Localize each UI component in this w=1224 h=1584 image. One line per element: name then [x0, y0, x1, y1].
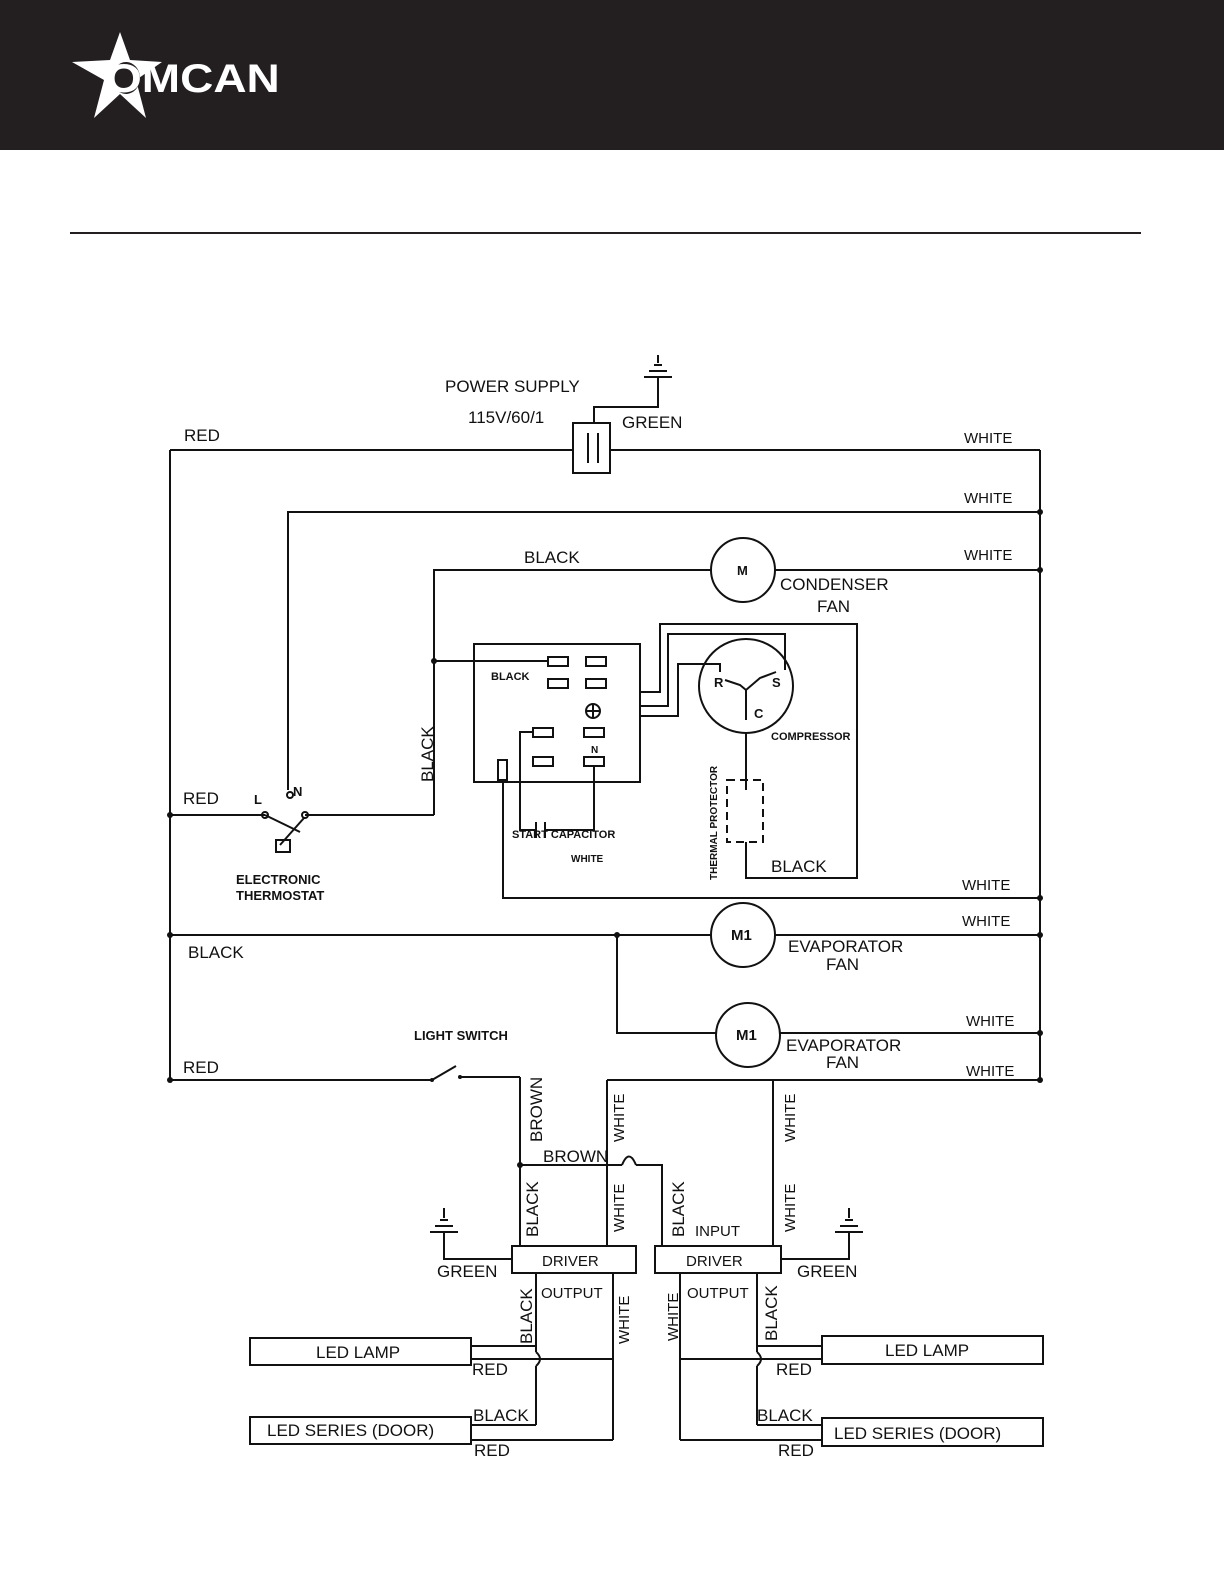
label-green: GREEN — [797, 1262, 857, 1281]
label-black: BLACK — [771, 857, 827, 876]
power-supply — [572, 377, 659, 474]
label-compressor: COMPRESSOR — [771, 731, 851, 743]
label-fan: FAN — [817, 597, 850, 616]
label-red: RED — [776, 1360, 812, 1379]
label-white: WHITE — [616, 1296, 633, 1344]
label-red: RED — [184, 426, 220, 445]
label-white: WHITE — [782, 1184, 799, 1232]
label-led-series: LED SERIES (DOOR) — [267, 1421, 434, 1440]
label-black: BLACK — [517, 1288, 536, 1344]
label-brown: BROWN — [527, 1077, 546, 1142]
label-green: GREEN — [622, 413, 682, 432]
header-rule — [70, 232, 1141, 234]
label-white: WHITE — [665, 1293, 682, 1341]
label-black: BLACK — [524, 548, 580, 567]
label-thermal-protector: THERMAL PROTECTOR — [709, 765, 720, 880]
label-fan: FAN — [826, 955, 859, 974]
label-white: WHITE — [962, 877, 1010, 894]
label-output: OUTPUT — [541, 1285, 603, 1302]
star-logo-icon — [72, 32, 162, 118]
label-white: WHITE — [966, 1063, 1014, 1080]
label-driver: DRIVER — [542, 1253, 599, 1270]
label-thermo-l: L — [254, 792, 262, 807]
label-white: WHITE — [611, 1184, 628, 1232]
led-driver-wiring — [249, 1080, 1044, 1447]
label-white: WHITE — [611, 1094, 628, 1142]
label-red: RED — [474, 1441, 510, 1460]
label-red: RED — [778, 1441, 814, 1460]
electronic-thermostat — [261, 791, 309, 853]
label-light-switch: LIGHT SWITCH — [414, 1028, 508, 1043]
label-comp-c: C — [754, 706, 764, 721]
label-input: INPUT — [695, 1223, 740, 1240]
label-led-series: LED SERIES (DOOR) — [834, 1424, 1001, 1443]
label-motor-m1: M1 — [736, 1027, 757, 1044]
label-relay-black: BLACK — [491, 671, 530, 683]
label-black: BLACK — [473, 1406, 529, 1425]
label-thermo-n: N — [293, 784, 302, 799]
label-output: OUTPUT — [687, 1285, 749, 1302]
label-black: BLACK — [523, 1181, 542, 1237]
label-black: BLACK — [669, 1181, 688, 1237]
label-thermostat: THERMOSTAT — [236, 888, 324, 903]
label-start-capacitor: START CAPACITOR — [512, 829, 615, 841]
label-black: BLACK — [418, 726, 437, 782]
junction-dots — [167, 509, 1043, 1168]
label-motor-m1: M1 — [731, 927, 752, 944]
label-led-lamp: LED LAMP — [316, 1343, 400, 1362]
main-wires — [169, 449, 1041, 1165]
label-comp-r: R — [714, 675, 724, 690]
condenser-fan-motor — [710, 537, 776, 603]
label-brown: BROWN — [543, 1147, 608, 1166]
label-evaporator: EVAPORATOR — [788, 937, 903, 956]
label-evaporator: EVAPORATOR — [786, 1036, 901, 1055]
evaporator-fan-motor-2 — [715, 1002, 781, 1068]
label-white: WHITE — [964, 547, 1012, 564]
label-black: BLACK — [188, 943, 244, 962]
label-white: WHITE — [964, 430, 1012, 447]
label-condenser: CONDENSER — [780, 575, 889, 594]
brand-name: OMCAN — [106, 57, 280, 101]
label-motor-m: M — [737, 563, 748, 578]
label-power-supply: POWER SUPPLY — [445, 377, 580, 396]
ground-icon — [430, 1208, 458, 1233]
header-bar: OMCAN — [0, 0, 1224, 150]
label-voltage: 115V/60/1 — [468, 408, 544, 427]
label-black: BLACK — [762, 1285, 781, 1341]
label-green: GREEN — [437, 1262, 497, 1281]
label-fan: FAN — [826, 1053, 859, 1072]
label-relay-n: N — [591, 745, 598, 756]
label-white: WHITE — [782, 1094, 799, 1142]
start-relay — [473, 643, 641, 838]
label-red: RED — [183, 1058, 219, 1077]
label-white: WHITE — [964, 490, 1012, 507]
label-white: WHITE — [571, 854, 604, 865]
evaporator-fan-motor-1 — [710, 902, 776, 968]
label-comp-s: S — [772, 675, 781, 690]
ground-icon — [644, 355, 672, 378]
label-led-lamp: LED LAMP — [885, 1341, 969, 1360]
label-red: RED — [472, 1360, 508, 1379]
ground-icon — [835, 1208, 863, 1233]
label-driver: DRIVER — [686, 1253, 743, 1270]
label-red: RED — [183, 789, 219, 808]
label-white: WHITE — [966, 1013, 1014, 1030]
label-electronic: ELECTRONIC — [236, 872, 321, 887]
label-white: WHITE — [962, 913, 1010, 930]
light-switch — [430, 1065, 462, 1082]
label-black: BLACK — [757, 1406, 813, 1425]
compressor — [640, 623, 858, 879]
